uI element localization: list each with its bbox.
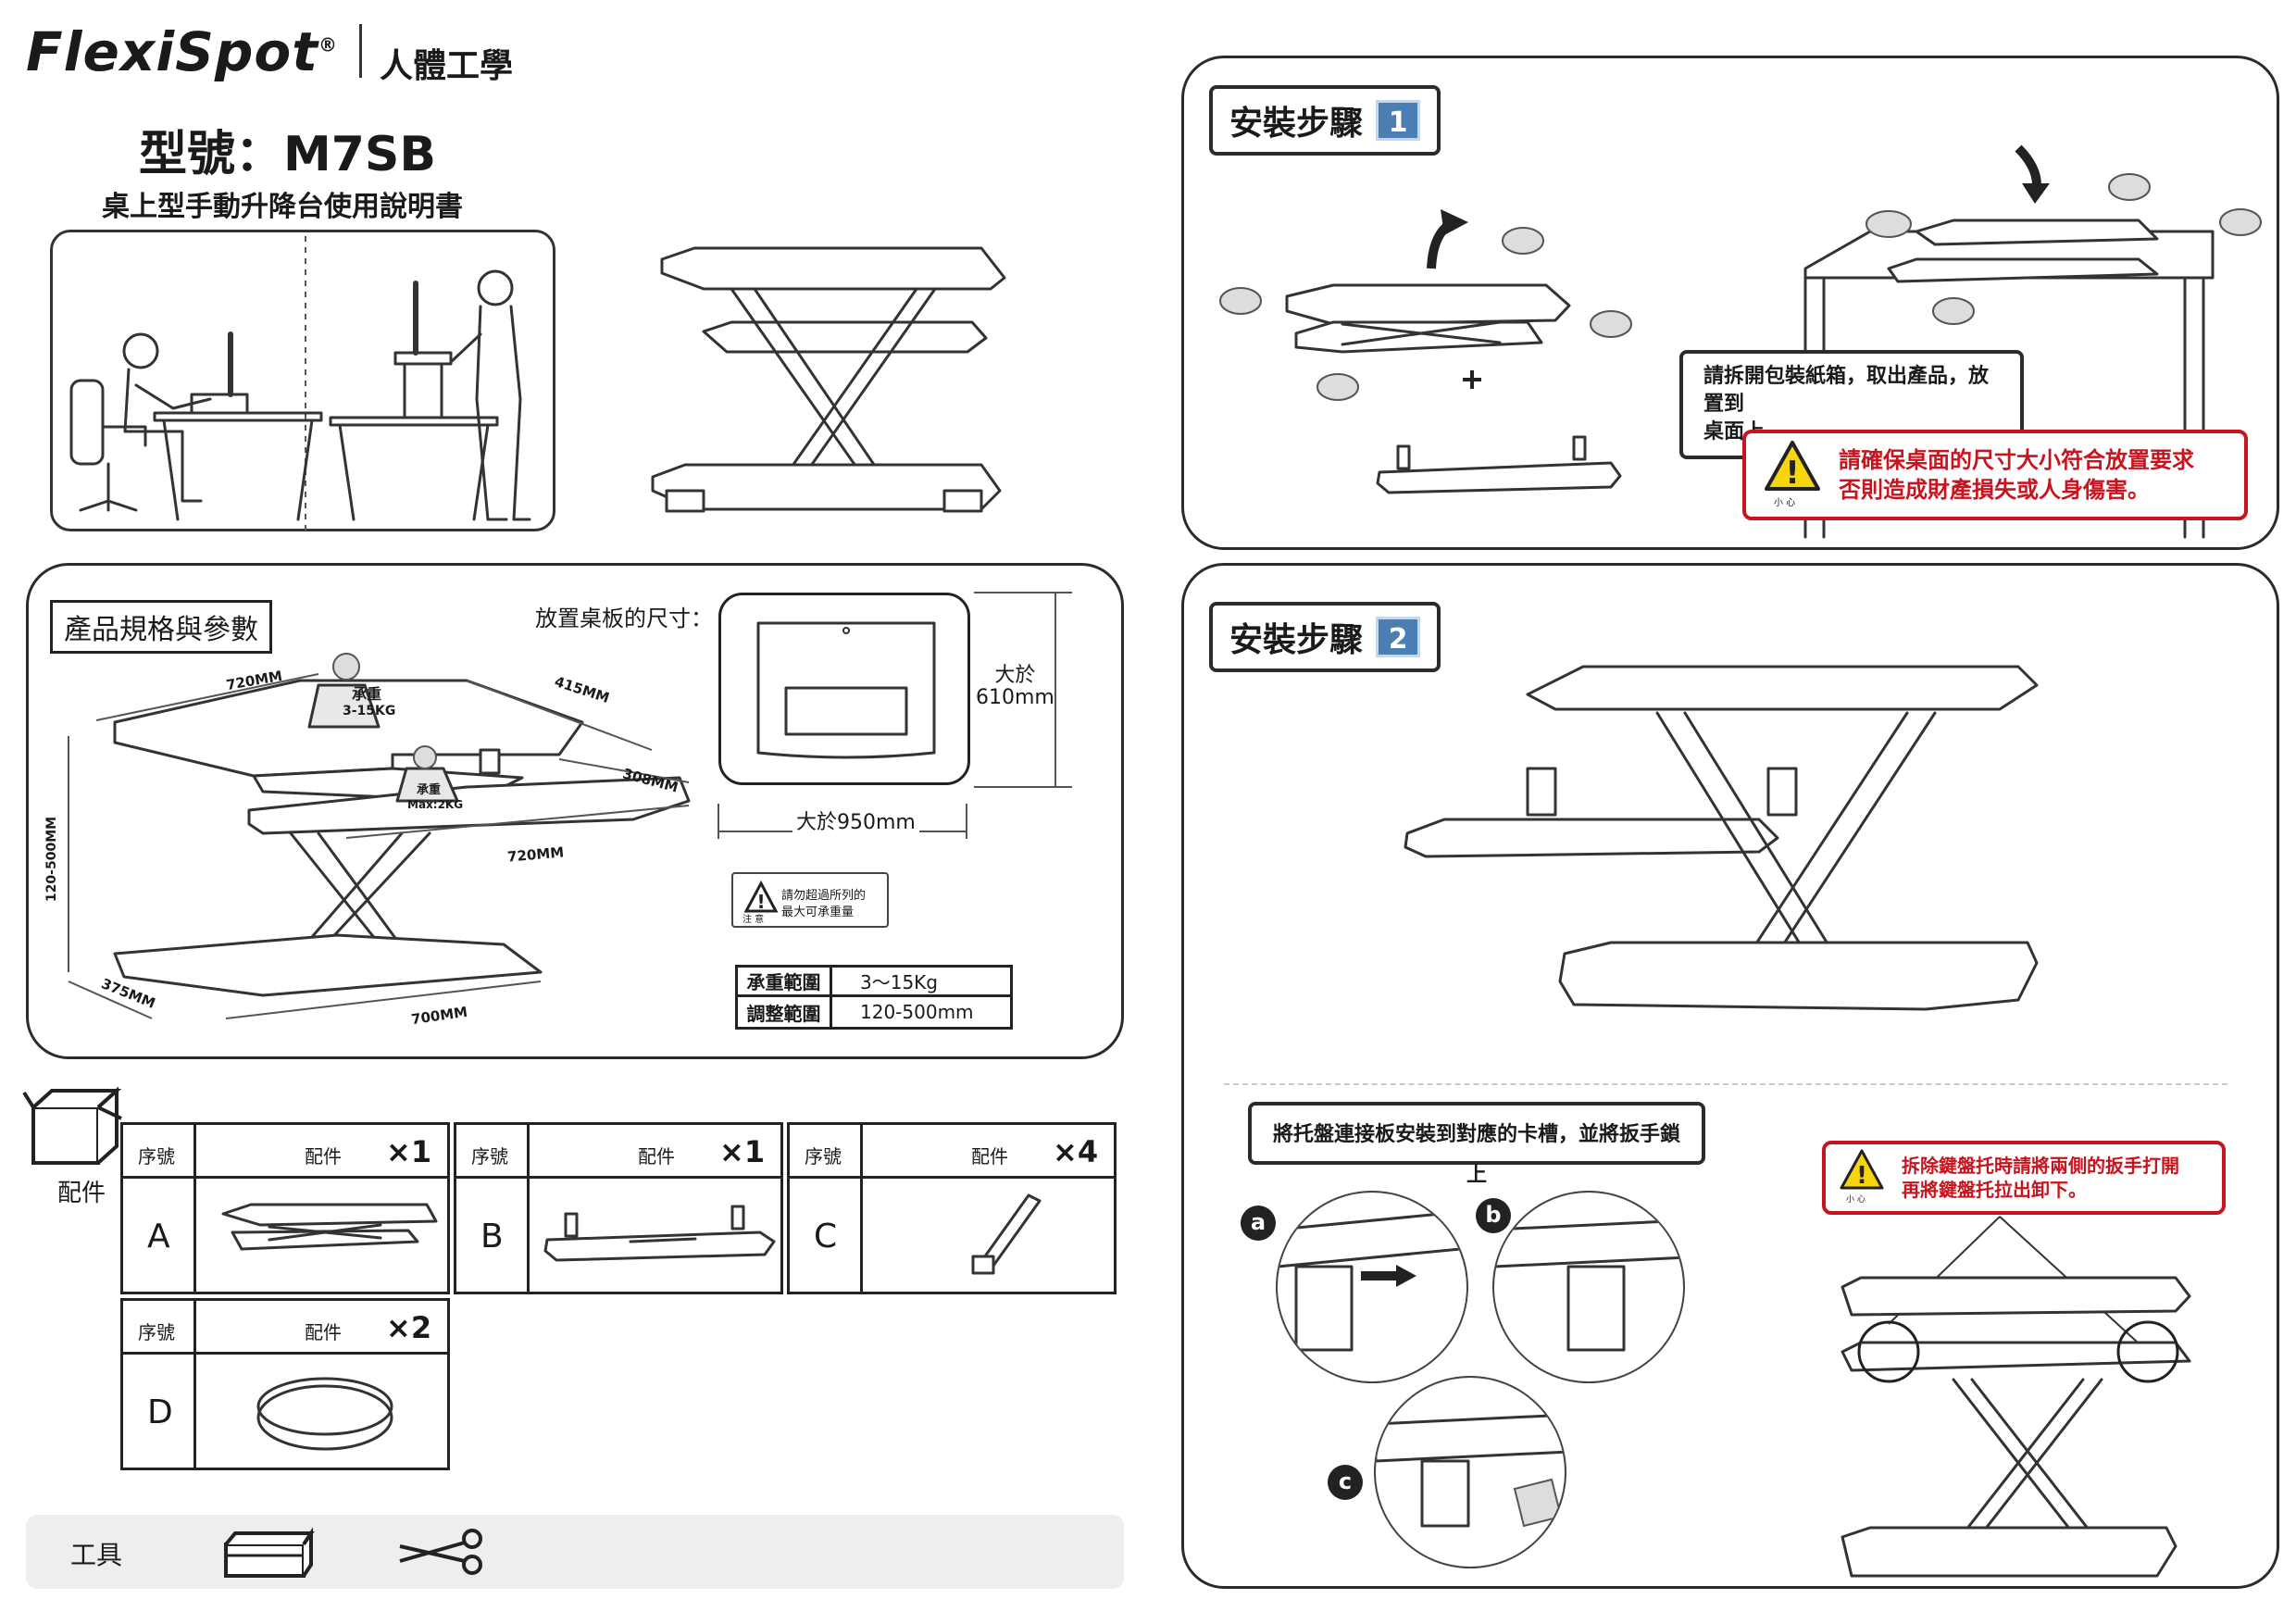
part-qty: ×1 <box>719 1134 766 1169</box>
part-card-a: 序號 配件 ×1 A <box>120 1122 450 1294</box>
detail-a-drawing <box>1278 1209 1466 1352</box>
col-part-label: 配件 <box>305 1145 342 1168</box>
registered-mark: ® <box>318 33 338 56</box>
part-qty: ×2 <box>386 1310 432 1345</box>
board-size-diagram <box>718 593 970 785</box>
part-letter: C <box>814 1218 838 1255</box>
step1-title: 安裝步驟 1 <box>1209 85 1441 156</box>
detail-circle-a <box>1276 1191 1468 1383</box>
sit-stand-drawing <box>69 236 531 531</box>
caution-line-1: 請勿超過所列的 <box>781 889 867 903</box>
part-card-d: 序號 配件 ×2 D <box>120 1298 450 1470</box>
specs-section-label: 產品規格與參數 <box>50 600 272 654</box>
spec-key: 承重範圍 <box>738 968 832 994</box>
detail-b-drawing <box>1494 1218 1683 1352</box>
part-qty: ×1 <box>386 1134 432 1169</box>
spec-value: 120-500mm <box>860 1001 974 1023</box>
step2-tray-removal-illustration <box>1841 1216 2191 1578</box>
model-title: 型號：M7SB <box>139 127 437 182</box>
step2-title: 安裝步驟 2 <box>1209 602 1441 672</box>
step1-title-text: 安裝步驟 <box>1229 105 1364 143</box>
load-tray-label: 承重 <box>417 783 442 797</box>
step2-note: 將托盤連接板安裝到對應的卡槽，並將扳手鎖上 <box>1248 1102 1705 1187</box>
brand-tagline: 人體工學 <box>380 47 514 85</box>
part-card-c: 序號 配件 ×4 C <box>787 1122 1117 1294</box>
depth-requirement: 大於 610mm <box>976 664 1054 709</box>
step1-unbox-illustration <box>1219 209 1632 494</box>
step1-warning-text: 請確保桌面的尺寸大小符合放置要求 否則造成財產損失或人身傷害。 <box>1839 447 2194 503</box>
col-part-label: 配件 <box>971 1145 1008 1168</box>
callout-c: c <box>1328 1465 1363 1500</box>
depth-dimension-line <box>974 592 1072 788</box>
step2-panel <box>1181 563 2279 1589</box>
part-letter: A <box>147 1218 170 1255</box>
step2-warning: ! 小 心 拆除鍵盤托時請將兩側的扳手打開 再將鍵盤托拉出卸下。 <box>1822 1141 2226 1215</box>
detail-circle-c <box>1374 1376 1566 1568</box>
callout-b: b <box>1476 1198 1511 1233</box>
toolbox-icon <box>224 1527 315 1578</box>
col-part-label: 配件 <box>305 1321 342 1343</box>
product-hero-illustration <box>651 246 1006 513</box>
callout-a: a <box>1241 1206 1276 1241</box>
col-index-label: 序號 <box>805 1145 842 1168</box>
warning-triangle-icon: ! <box>1840 1149 1884 1190</box>
caution-tag: 注 意 <box>742 915 765 925</box>
col-index-label: 序號 <box>138 1145 175 1168</box>
part-card-b: 序號 配件 ×1 B <box>454 1122 783 1294</box>
part-letter: B <box>480 1218 504 1255</box>
width-requirement: 大於950mm <box>792 806 919 835</box>
load-tray-value: Max:2KG <box>407 798 464 811</box>
spec-table: 承重範圍 3～15Kg 調整範圍 120-500mm <box>735 965 1013 1030</box>
step2-title-text: 安裝步驟 <box>1229 621 1364 659</box>
warning-triangle-icon: ! <box>1765 441 1820 492</box>
load-top-value: 3-15KG <box>343 704 396 718</box>
step1-warning: ! 小 心 請確保桌面的尺寸大小符合放置要求 否則造成財產損失或人身傷害。 <box>1742 430 2248 520</box>
spec-row-range: 調整範圍 120-500mm <box>738 997 1010 1027</box>
step1-number: 1 <box>1376 100 1421 141</box>
svg-text:!: ! <box>1785 455 1800 492</box>
step1-warning-icon-wrap: ! 小 心 <box>1763 439 1822 511</box>
step2-divider <box>1224 1083 2227 1085</box>
spec-row-load: 承重範圍 3～15Kg <box>738 968 1010 997</box>
scissors-icon <box>399 1529 482 1575</box>
board-size-label: 放置桌板的尺寸： <box>535 606 713 631</box>
dim-height-range: 120-500MM <box>44 816 60 903</box>
brand-logo: FlexiSpot® <box>26 20 338 83</box>
col-index-label: 序號 <box>138 1321 175 1343</box>
col-index-label: 序號 <box>471 1145 508 1168</box>
step2-main-illustration <box>1404 665 2039 1011</box>
load-top-label: 承重 <box>352 685 382 703</box>
manual-subtitle: 桌上型手動升降台使用說明書 <box>102 191 463 223</box>
spec-value: 3～15Kg <box>860 971 938 993</box>
spec-key: 調整範圍 <box>738 997 832 1027</box>
part-d-velcro-strap-drawing <box>256 1377 393 1451</box>
step2-number: 2 <box>1376 617 1421 657</box>
part-a-riser-drawing <box>221 1203 438 1251</box>
step2-warning-icon-wrap: ! 小 心 <box>1839 1148 1885 1207</box>
detail-c-drawing <box>1376 1413 1565 1528</box>
warning-tag: 小 心 <box>1846 1195 1866 1205</box>
usage-scene-illustration <box>50 230 555 531</box>
tools-bar <box>26 1515 1124 1589</box>
warning-triangle-icon: ! <box>743 880 779 913</box>
dimension-drawing <box>68 653 691 1019</box>
part-c-cable-tie-drawing <box>971 1193 1042 1275</box>
part-letter: D <box>147 1393 173 1431</box>
step2-warning-text: 拆除鍵盤托時請將兩側的扳手打開 再將鍵盤托拉出卸下。 <box>1902 1155 2179 1201</box>
load-caution-box: ! 注 意 請勿超過所列的 最大可承重量 <box>731 872 889 928</box>
logo-divider <box>359 24 362 78</box>
col-part-label: 配件 <box>638 1145 675 1168</box>
detail-circle-b <box>1492 1191 1685 1383</box>
parts-label: 配件 <box>57 1180 106 1207</box>
tools-label: 工具 <box>70 1540 123 1570</box>
svg-text:!: ! <box>756 891 765 913</box>
svg-text:!: ! <box>1856 1162 1867 1190</box>
board-outline-drawing <box>756 621 936 759</box>
part-qty: ×4 <box>1053 1134 1099 1169</box>
warning-tag: 小 心 <box>1774 498 1796 508</box>
box-icon <box>22 1086 122 1165</box>
part-b-keyboard-tray-drawing <box>543 1205 776 1262</box>
caution-line-2: 最大可承重量 <box>781 906 855 919</box>
